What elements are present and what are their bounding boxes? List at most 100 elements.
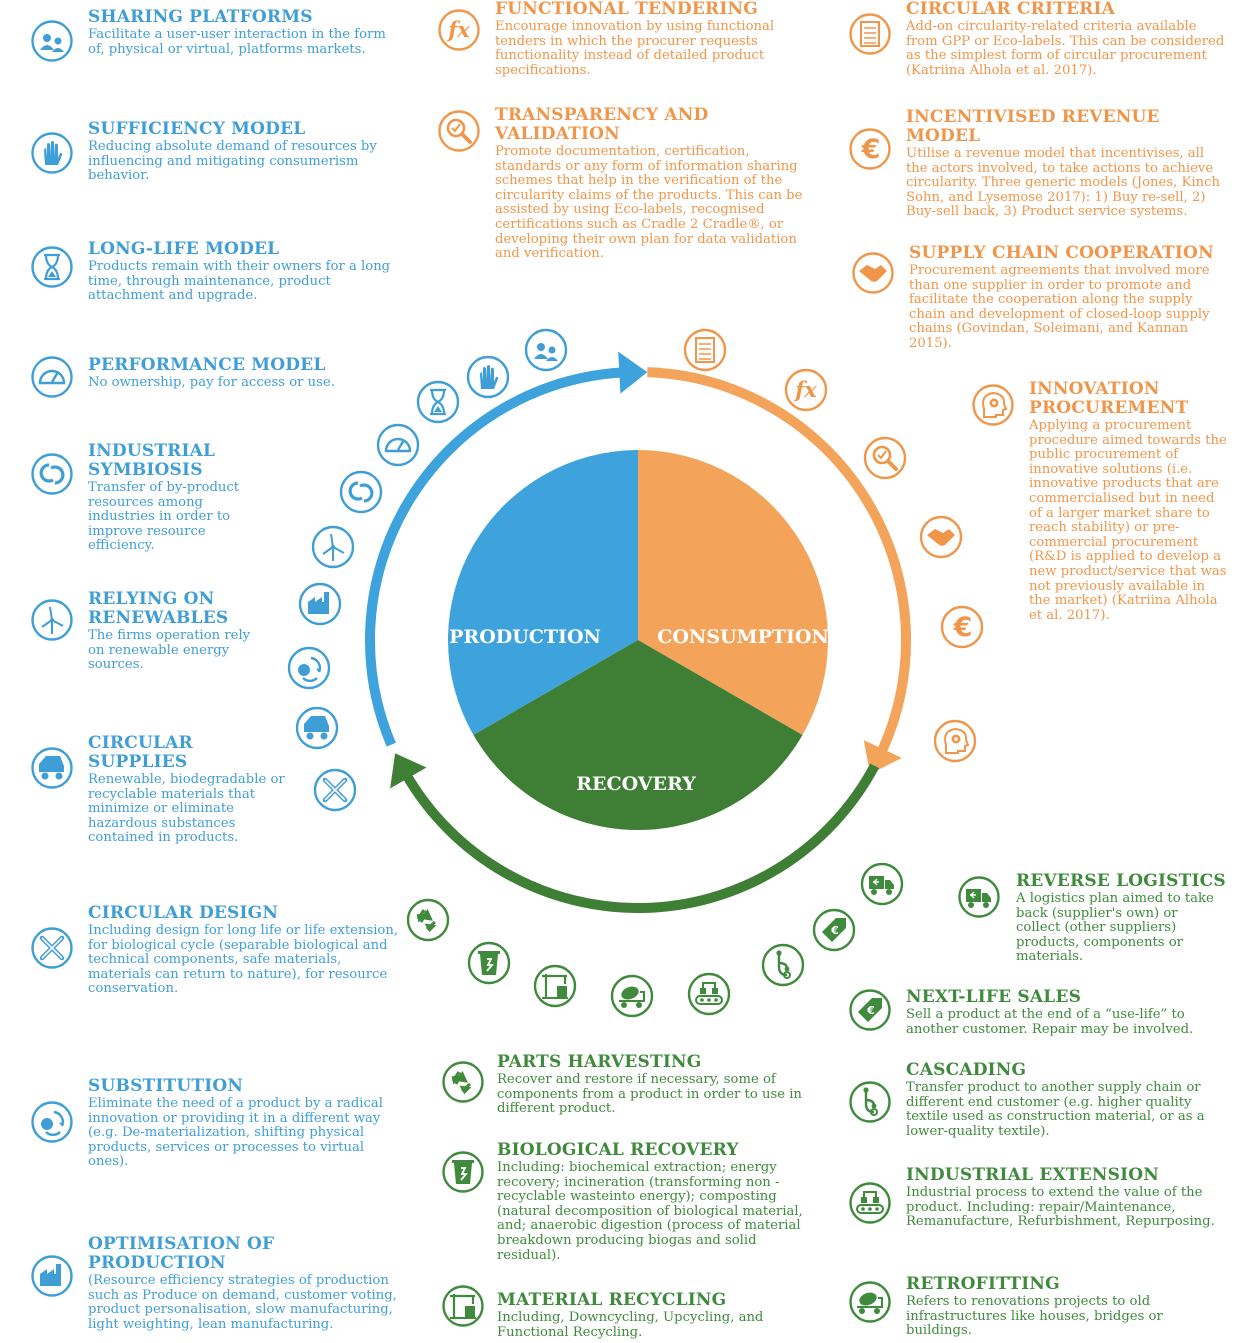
item-title: OPTIMISATION OF PRODUCTION	[88, 1234, 275, 1273]
people-icon	[30, 19, 74, 63]
item-title: MATERIAL RECYCLING	[497, 1290, 727, 1310]
production-sector	[447, 450, 638, 735]
ring-function-icon	[784, 368, 828, 412]
sharing-platforms-item: SHARING PLATFORMS Facilitate a user-user…	[88, 8, 388, 57]
truck-return-icon	[957, 875, 1001, 919]
mixer-truck-icon	[848, 1280, 892, 1324]
optimisation-of-production-item: OPTIMISATION OF PRODUCTION (Resource eff…	[88, 1235, 418, 1332]
item-title: REVERSE LOGISTICS	[1016, 871, 1226, 891]
item-title: CIRCULAR DESIGN	[88, 903, 279, 923]
item-title: BIOLOGICAL RECOVERY	[497, 1140, 739, 1160]
ring-mixer-truck-icon	[610, 974, 654, 1018]
checklist-icon	[848, 12, 892, 56]
recycle-icon	[441, 1060, 485, 1104]
ring-truck-return-icon	[860, 862, 904, 906]
ring-bin-icon	[467, 941, 511, 985]
item-title: FUNCTIONAL TENDERING	[495, 0, 758, 19]
crane-icon	[441, 1284, 485, 1328]
sufficiency-model-item: SUFFICIENCY MODEL Reducing absolute dema…	[88, 120, 398, 184]
item-desc: Facilitate a user-user interaction in th…	[88, 27, 386, 57]
ring-substitution-icon	[287, 646, 331, 690]
euro-tag-icon	[848, 988, 892, 1032]
item-desc: Recover and restore if necessary, some o…	[497, 1072, 802, 1117]
long-life-model-item: LONG-LIFE MODEL Products remain with the…	[88, 240, 398, 304]
material-recycling-item: MATERIAL RECYCLING Including, Downcyclin…	[497, 1291, 817, 1340]
magnifier-check-icon	[437, 109, 481, 153]
recovery-label: RECOVERY	[576, 773, 696, 795]
ring-recycle-icon	[406, 898, 450, 942]
conveyor-icon	[848, 1181, 892, 1225]
item-desc: Applying a procurement procedure aimed t…	[1029, 418, 1227, 623]
recovery-arc	[401, 763, 880, 913]
head-gear-icon	[971, 383, 1015, 427]
item-title: PARTS HARVESTING	[497, 1052, 702, 1072]
item-title: SUBSTITUTION	[88, 1076, 244, 1096]
item-desc: Reducing absolute demand of resources by…	[88, 139, 377, 184]
cycle-arrows	[365, 351, 911, 913]
ring-symbiosis-icon	[339, 470, 383, 514]
item-title: SUPPLY CHAIN COOPERATION	[909, 243, 1214, 263]
ring-wind-turbine-icon	[311, 525, 355, 569]
item-title: INCENTIVISED REVENUE MODEL	[906, 107, 1160, 146]
ring-handshake-icon	[919, 515, 963, 559]
cascading-item: CASCADING Transfer product to another su…	[906, 1061, 1226, 1139]
item-title: INDUSTRIAL SYMBIOSIS	[88, 441, 216, 480]
item-desc: No ownership, pay for access or use.	[88, 375, 335, 390]
ring-hand-icon	[466, 355, 510, 399]
item-title: CASCADING	[906, 1060, 1027, 1080]
symbiosis-icon	[30, 452, 74, 496]
item-desc: Industrial process to extend the value o…	[906, 1185, 1215, 1230]
item-desc: Promote documentation, certification, st…	[495, 144, 803, 262]
ring-icons	[287, 328, 984, 1018]
ring-conveyor-icon	[687, 972, 731, 1016]
ring-euro-tag-icon	[812, 908, 856, 952]
innovation-procurement-item: INNOVATION PROCUREMENT Applying a procur…	[1029, 380, 1244, 623]
item-desc: Procurement agreements that involved mor…	[909, 263, 1210, 351]
circular-design-item: CIRCULAR DESIGN Including design for lon…	[88, 904, 408, 997]
substitution-item: SUBSTITUTION Eliminate the need of a pro…	[88, 1077, 408, 1170]
next-life-sales-item: NEXT-LIFE SALES Sell a product at the en…	[906, 988, 1226, 1037]
supply-chain-cooperation-item: SUPPLY CHAIN COOPERATION Procurement agr…	[909, 244, 1219, 352]
recovery-arrowhead	[390, 753, 427, 789]
item-desc: Sell a product at the end of a “use-life…	[906, 1007, 1194, 1037]
ring-gauge-icon	[376, 423, 420, 467]
item-title: PERFORMANCE MODEL	[88, 355, 326, 375]
production-arc	[365, 367, 625, 747]
item-title: SHARING PLATFORMS	[88, 7, 313, 27]
wind-turbine-icon	[30, 598, 74, 642]
recovery-sector	[473, 640, 803, 830]
industrial-symbiosis-item: INDUSTRIAL SYMBIOSIS Transfer of by-prod…	[88, 442, 258, 554]
industrial-extension-item: INDUSTRIAL EXTENSION Industrial process …	[906, 1166, 1226, 1230]
consumption-arc	[647, 367, 911, 756]
ring-checklist-icon	[683, 328, 727, 372]
production-arrowhead	[618, 351, 648, 394]
item-title: INNOVATION PROCUREMENT	[1029, 379, 1189, 418]
bin-icon	[441, 1150, 485, 1194]
ring-hourglass-icon	[416, 380, 460, 424]
item-desc: Transfer of by-product resources among i…	[88, 480, 240, 554]
retrofitting-item: RETROFITTING Refers to renovations proje…	[906, 1275, 1206, 1339]
parts-harvesting-item: PARTS HARVESTING Recover and restore if …	[497, 1053, 817, 1117]
consumption-sector	[638, 450, 829, 735]
euro-icon	[848, 127, 892, 171]
ring-factory-icon	[298, 582, 342, 626]
functional-tendering-item: FUNCTIONAL TENDERING Encourage innovatio…	[495, 0, 800, 78]
dump-truck-icon	[30, 746, 74, 790]
ring-crane-icon	[533, 964, 577, 1008]
pie-chart	[447, 450, 829, 830]
item-desc: Including design for long life or life e…	[88, 923, 399, 997]
ring-euro-icon	[940, 605, 984, 649]
ring-people-icon	[524, 328, 568, 372]
item-desc: Products remain with their owners for a …	[88, 259, 391, 304]
reverse-logistics-item: REVERSE LOGISTICS A logistics plan aimed…	[1016, 872, 1231, 965]
item-title: SUFFICIENCY MODEL	[88, 119, 306, 139]
biological-recovery-item: BIOLOGICAL RECOVERY Including: biochemic…	[497, 1141, 817, 1263]
item-title: RELYING ON RENEWABLES	[88, 589, 229, 628]
item-title: CIRCULAR SUPPLIES	[88, 733, 193, 772]
factory-icon	[30, 1254, 74, 1298]
incentivised-revenue-model-item: INCENTIVISED REVENUE MODEL Utilise a rev…	[906, 108, 1226, 220]
item-desc: The firms operation rely on renewable en…	[88, 628, 251, 673]
item-desc: Including: biochemical extraction; energ…	[497, 1160, 803, 1263]
production-label: PRODUCTION	[449, 626, 601, 648]
item-title: LONG-LIFE MODEL	[88, 239, 280, 259]
